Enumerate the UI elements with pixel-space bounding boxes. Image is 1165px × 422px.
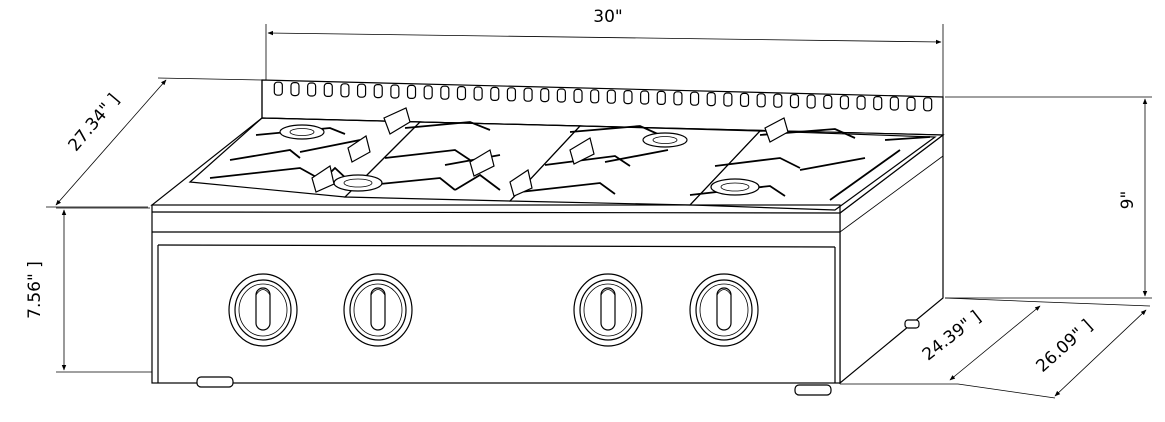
height-front-label: 7.56" ]: [25, 261, 45, 319]
vent-slot: [390, 84, 400, 99]
height-total-label: 9": [1118, 191, 1138, 210]
burner-rear-left: [279, 124, 325, 140]
vent-slot: [506, 87, 517, 102]
vent-slot: [656, 90, 666, 106]
vent-slot: [373, 83, 383, 99]
vent-slot: [889, 96, 899, 111]
depth-overall-label: 26.09" ]: [1032, 316, 1096, 377]
vent-slot: [356, 83, 367, 98]
knob-3[interactable]: [573, 273, 643, 347]
vent-slot: [623, 89, 633, 105]
depth-base-label: 24.39" ]: [919, 307, 985, 365]
burner-front-right: [710, 178, 760, 196]
vent-slot: [739, 92, 750, 108]
vent-slot: [856, 95, 866, 110]
vent-slot: [590, 89, 600, 104]
vent-slot: [923, 97, 933, 112]
vent-slot: [490, 86, 500, 102]
width-dimension: 30": [265, 7, 944, 98]
width-label: 30": [593, 7, 622, 27]
foot-front-left: [196, 376, 234, 388]
vent-slot: [723, 92, 733, 107]
vent-slot: [806, 94, 816, 109]
vent-slot: [540, 87, 550, 103]
burner-front-left: [333, 174, 383, 192]
vent-slot: [307, 82, 317, 97]
vent-slot: [440, 85, 450, 100]
vent-slot: [606, 89, 616, 104]
vent-slot: [473, 86, 483, 101]
vent-slot: [556, 88, 566, 103]
knob-2[interactable]: [343, 273, 413, 347]
foot-rear-right: [904, 319, 920, 329]
vent-slot: [823, 94, 833, 110]
vent-slot: [340, 83, 350, 98]
vent-slot: [689, 91, 700, 106]
height-front-dimension: 7.56" ]: [25, 207, 152, 373]
vent-slot: [873, 95, 883, 111]
back-guard-vents: [273, 81, 933, 112]
vent-slot: [290, 81, 300, 97]
vent-slot: [273, 81, 283, 96]
control-knobs: [228, 273, 759, 347]
vent-slot: [323, 82, 333, 98]
vent-slot: [640, 90, 650, 105]
grates: [188, 107, 937, 211]
vent-slot: [423, 85, 433, 100]
burner-rear-right: [642, 132, 688, 148]
vent-slot: [906, 96, 916, 112]
vent-slot: [523, 87, 533, 102]
vent-slot: [456, 85, 467, 101]
foot-front-right: [794, 384, 832, 396]
cooktop-body: [150, 79, 945, 396]
vent-slot: [573, 88, 583, 104]
knob-1[interactable]: [228, 273, 298, 347]
vent-slot: [406, 84, 417, 100]
vent-slot: [789, 93, 800, 109]
depth-top-label: 27.34" ]: [64, 90, 123, 155]
knob-4[interactable]: [689, 273, 759, 347]
vent-slot: [706, 91, 716, 107]
height-total-dimension: 9": [945, 96, 1152, 299]
vent-slot: [673, 91, 683, 106]
vent-slot: [756, 93, 766, 108]
vent-slot: [839, 95, 850, 110]
vent-slot: [773, 93, 783, 108]
